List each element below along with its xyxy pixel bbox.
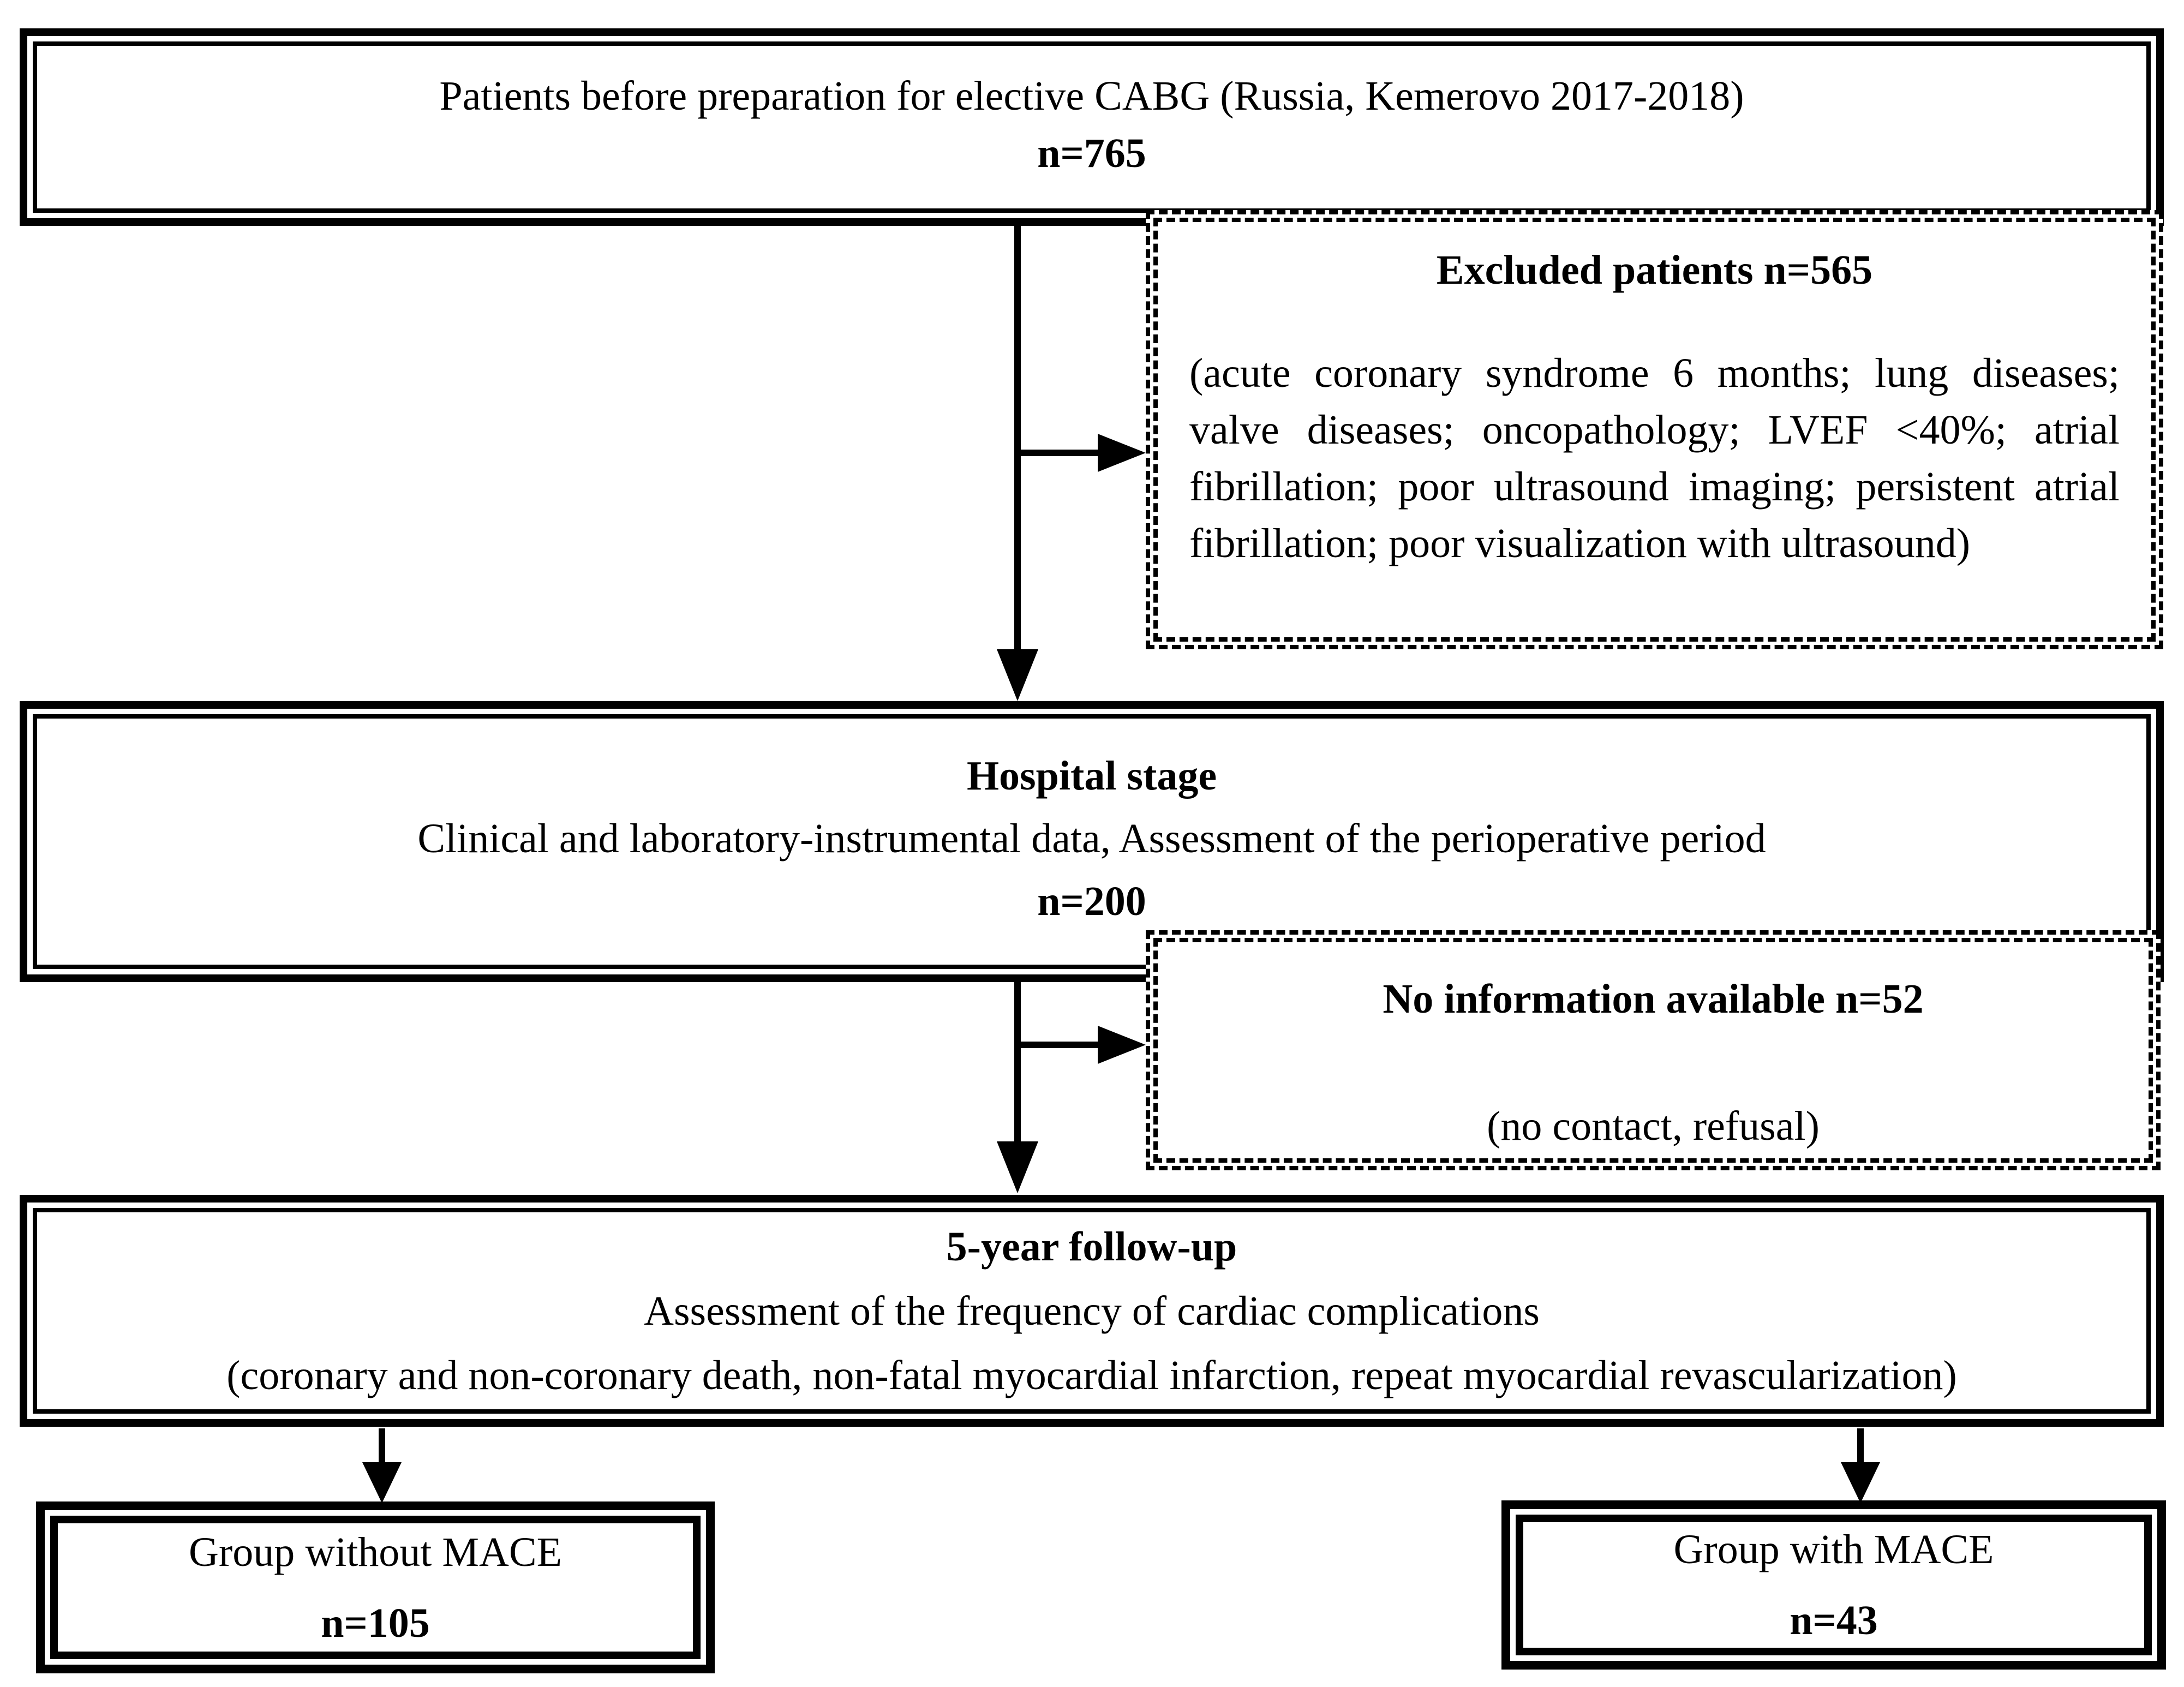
- group-with-mace-count: n=43: [1790, 1598, 1878, 1643]
- group-without-mace-label: Group without MACE: [189, 1529, 562, 1575]
- arrow-to-noinfo-head: [1098, 1026, 1146, 1064]
- hospital-count: n=200: [1037, 878, 1146, 924]
- group-with-mace-box: Group with MACE n=43: [1501, 1500, 2166, 1670]
- excluded-title: Excluded patients n=565: [1436, 247, 1873, 293]
- arrow-to-excluded-head: [1098, 434, 1146, 472]
- arrow-hospital-to-followup-shaft: [1014, 982, 1021, 1142]
- followup-title: 5-year follow-up: [946, 1223, 1237, 1270]
- arrow-to-noinfo-shaft: [1018, 1042, 1100, 1048]
- no-information-box: No information available n=52 (no contac…: [1146, 930, 2161, 1170]
- hospital-text: Clinical and laboratory-instrumental dat…: [417, 816, 1766, 862]
- hospital-stage-box: Hospital stage Clinical and laboratory-i…: [20, 701, 2164, 982]
- group-without-mace-count: n=105: [321, 1600, 430, 1646]
- arrow-to-group-without-mace-head: [362, 1462, 402, 1503]
- excluded-box: Excluded patients n=565 (acute coronary …: [1146, 210, 2163, 649]
- enrollment-text: Patients before preparation for elective…: [439, 73, 1744, 119]
- arrow-to-excluded-shaft: [1018, 450, 1100, 456]
- group-without-mace-box: Group without MACE n=105: [36, 1501, 715, 1673]
- followup-box: 5-year follow-up Assessment of the frequ…: [20, 1195, 2164, 1427]
- arrow-enrollment-to-hospital-head: [997, 649, 1038, 701]
- hospital-title: Hospital stage: [966, 753, 1217, 799]
- arrow-to-group-with-mace-shaft: [1857, 1428, 1864, 1463]
- no-information-body: (no contact, refusal): [1487, 1103, 1820, 1149]
- excluded-body: (acute coronary syndrome 6 months; lung …: [1189, 350, 2120, 566]
- enrollment-box: Patients before preparation for elective…: [20, 28, 2164, 226]
- followup-text: Assessment of the frequency of cardiac c…: [644, 1288, 1540, 1334]
- arrow-to-group-with-mace-head: [1841, 1462, 1880, 1503]
- arrow-enrollment-to-hospital-shaft: [1014, 226, 1021, 650]
- enrollment-count: n=765: [1037, 130, 1146, 176]
- followup-detail: (coronary and non-coronary death, non-fa…: [226, 1352, 1957, 1398]
- arrow-hospital-to-followup-head: [997, 1141, 1038, 1193]
- group-with-mace-label: Group with MACE: [1673, 1527, 1994, 1572]
- arrow-to-group-without-mace-shaft: [379, 1428, 385, 1463]
- no-information-title: No information available n=52: [1383, 976, 1924, 1022]
